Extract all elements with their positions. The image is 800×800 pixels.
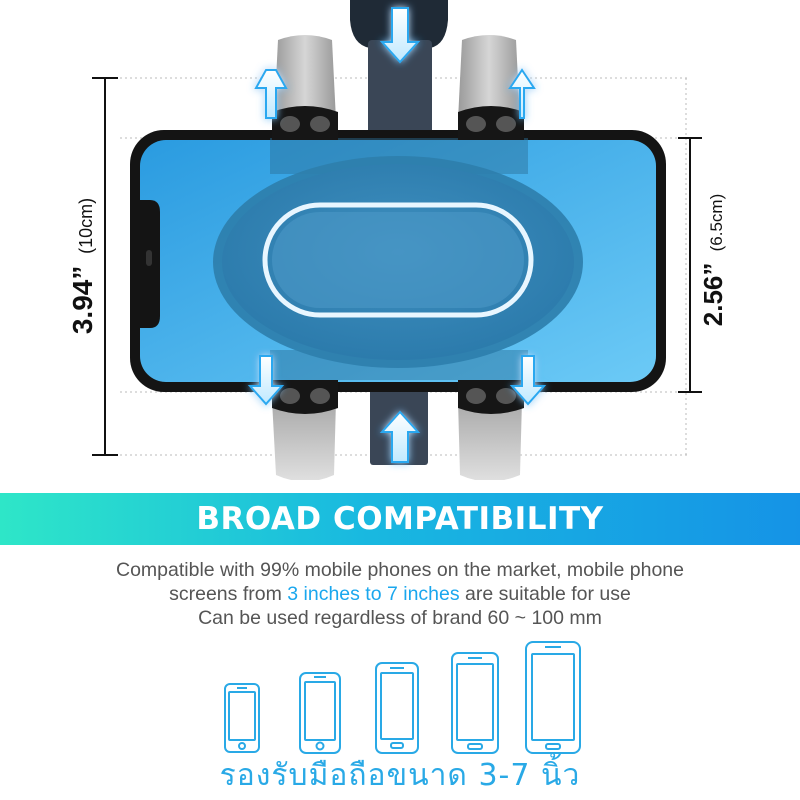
holder-grips bbox=[272, 106, 524, 414]
banner-title: BROAD COMPATIBILITY bbox=[196, 501, 604, 537]
description-line-2-end: are suitable for use bbox=[459, 583, 631, 605]
phone-outline-icon bbox=[451, 652, 499, 754]
up-arrow-icon bbox=[379, 410, 421, 463]
size-range-highlight: 3 inches to 7 inches bbox=[287, 583, 460, 605]
height-min-value: 2.56” bbox=[698, 263, 728, 327]
height-dimension-bar-left bbox=[92, 77, 118, 456]
description-line-2-start: screens from bbox=[169, 583, 288, 605]
down-arrow-icon bbox=[247, 355, 285, 406]
height-dimension-bar-right bbox=[678, 137, 702, 393]
holder-arms bbox=[272, 35, 522, 480]
phone-size-caption: รองรับมือถือขนาด 3-7 นิ้ว bbox=[219, 758, 581, 793]
description-line-3: Can be used regardless of brand 60 ~ 100… bbox=[198, 607, 602, 629]
phone-size-icons bbox=[224, 641, 581, 754]
height-main-metric: (10cm) bbox=[76, 198, 96, 254]
phone-outline-icon bbox=[375, 662, 419, 754]
phone-holder-illustration: 3.94” (10cm) 2.56” (6.5cm) bbox=[67, 0, 728, 480]
height-main-value: 3.94” bbox=[67, 266, 98, 335]
up-arrow-icon bbox=[508, 68, 536, 119]
down-arrow-icon bbox=[379, 7, 421, 64]
compatibility-banner: BROAD COMPATIBILITY bbox=[0, 493, 800, 545]
phone-outline-icon bbox=[525, 641, 581, 754]
svg-text:3.94” (10cm): 3.94” (10cm) bbox=[67, 198, 98, 334]
up-arrow-icon bbox=[254, 69, 288, 119]
holder-plate bbox=[213, 138, 583, 380]
phone-outline-icon bbox=[224, 683, 260, 753]
description-line-2: screens from 3 inches to 7 inches are su… bbox=[0, 582, 800, 606]
phone-outline-icon bbox=[299, 672, 341, 754]
compatibility-description: Compatible with 99% mobile phones on the… bbox=[0, 558, 800, 630]
svg-text:2.56” (6.5cm): 2.56” (6.5cm) bbox=[698, 194, 728, 326]
height-min-metric: (6.5cm) bbox=[707, 194, 726, 252]
description-line-1: Compatible with 99% mobile phones on the… bbox=[116, 559, 684, 581]
down-arrow-icon bbox=[509, 355, 547, 406]
